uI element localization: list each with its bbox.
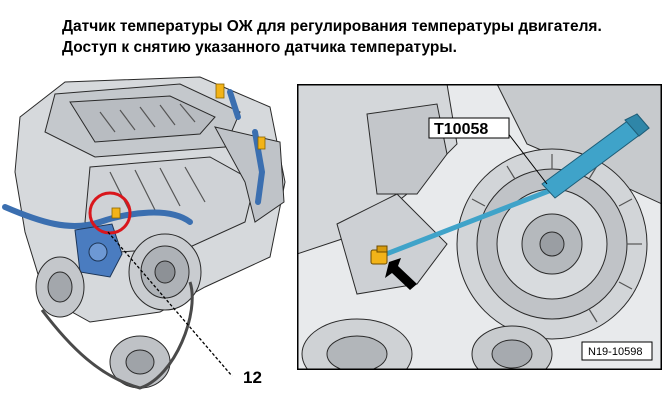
tool-label-leader-line bbox=[506, 131, 548, 185]
caption-line-1: Датчик температуры ОЖ для регулирования … bbox=[62, 18, 602, 35]
engine-overview-illustration bbox=[2, 76, 286, 390]
coolant-hoses bbox=[2, 89, 266, 230]
alternator bbox=[128, 233, 202, 311]
intake-manifold bbox=[99, 103, 206, 213]
figure-id-text: N19-10598 bbox=[588, 346, 642, 358]
lower-pulleys bbox=[301, 318, 553, 370]
closeup-frame bbox=[297, 84, 662, 370]
sensor-markers bbox=[111, 83, 266, 219]
sensor-highlight-circle bbox=[88, 191, 132, 235]
caption-line-2: Доступ к снятию указанного датчика темпе… bbox=[62, 39, 457, 56]
caption: Датчик температуры ОЖ для регулирования … bbox=[62, 16, 652, 58]
tool-label-text: T10058 bbox=[434, 121, 488, 138]
tool-label-box bbox=[428, 117, 510, 139]
thermostat-housing bbox=[74, 223, 123, 278]
coolant-temperature-sensor bbox=[370, 245, 388, 265]
alternator-closeup bbox=[456, 148, 648, 340]
callout-label-12: 12 bbox=[243, 368, 262, 387]
engine-housing bbox=[297, 84, 662, 295]
crankshaft-pulley bbox=[35, 256, 171, 389]
drive-belt bbox=[40, 281, 194, 390]
figure-id-box bbox=[581, 341, 653, 361]
pointer-arrow bbox=[385, 258, 417, 290]
tool-t10058 bbox=[378, 113, 650, 259]
sensor-closeup-illustration: T10058 N19-10598 bbox=[297, 84, 662, 370]
callout-leader-line bbox=[107, 231, 233, 377]
